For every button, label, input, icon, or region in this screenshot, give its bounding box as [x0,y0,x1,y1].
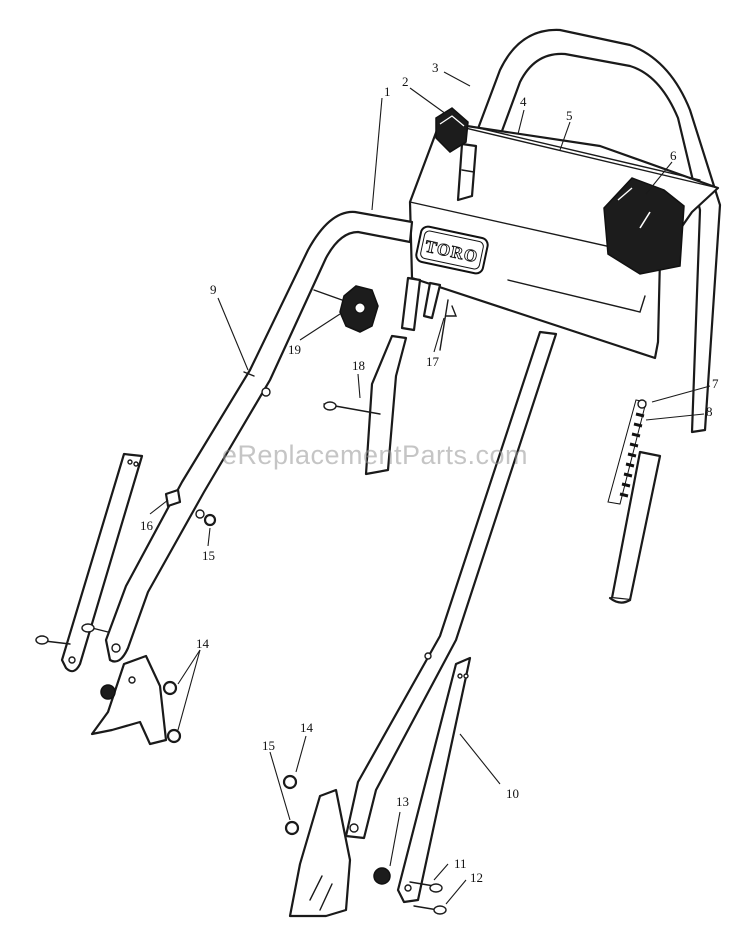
lower-handle-left [104,210,414,663]
callout-9: 9 [210,282,217,297]
callout-15-right: 15 [262,738,275,753]
callout-labels: 1 2 3 4 5 6 7 8 9 10 11 12 13 14 14 15 1… [140,60,719,885]
callout-14-left: 14 [196,636,210,651]
side-plate-left [35,452,144,673]
hardware [100,371,447,915]
mower-deck-left [90,654,168,746]
callout-7: 7 [712,376,719,391]
callout-8: 8 [706,404,713,419]
callout-12: 12 [470,870,483,885]
callout-6: 6 [670,148,677,163]
mounting-bracket [323,334,408,476]
callout-13: 13 [396,794,409,809]
callout-16: 16 [140,518,154,533]
callout-1: 1 [384,84,391,99]
callout-19: 19 [288,342,301,357]
callout-2: 2 [402,74,409,89]
callout-3: 3 [432,60,439,75]
brand-logo: TORO [415,225,489,275]
lower-handle-right [344,330,558,840]
callout-18: 18 [352,358,365,373]
handle-knob [313,285,379,333]
callout-10: 10 [506,786,519,801]
side-plate-right [396,656,472,904]
upper-handle [468,28,722,434]
callout-5: 5 [566,108,573,123]
callout-17: 17 [426,354,440,369]
callout-4: 4 [520,94,527,109]
watermark-text: eReplacementParts.com [221,440,529,470]
callout-11: 11 [454,856,467,871]
callout-14-right: 14 [300,720,314,735]
callout-15-left: 15 [202,548,215,563]
mower-deck-right [288,788,352,918]
control-rod [400,276,458,351]
leader-lines [149,71,711,905]
cable-spring [607,399,662,604]
control-knob [435,107,478,202]
control-cover [603,177,685,275]
